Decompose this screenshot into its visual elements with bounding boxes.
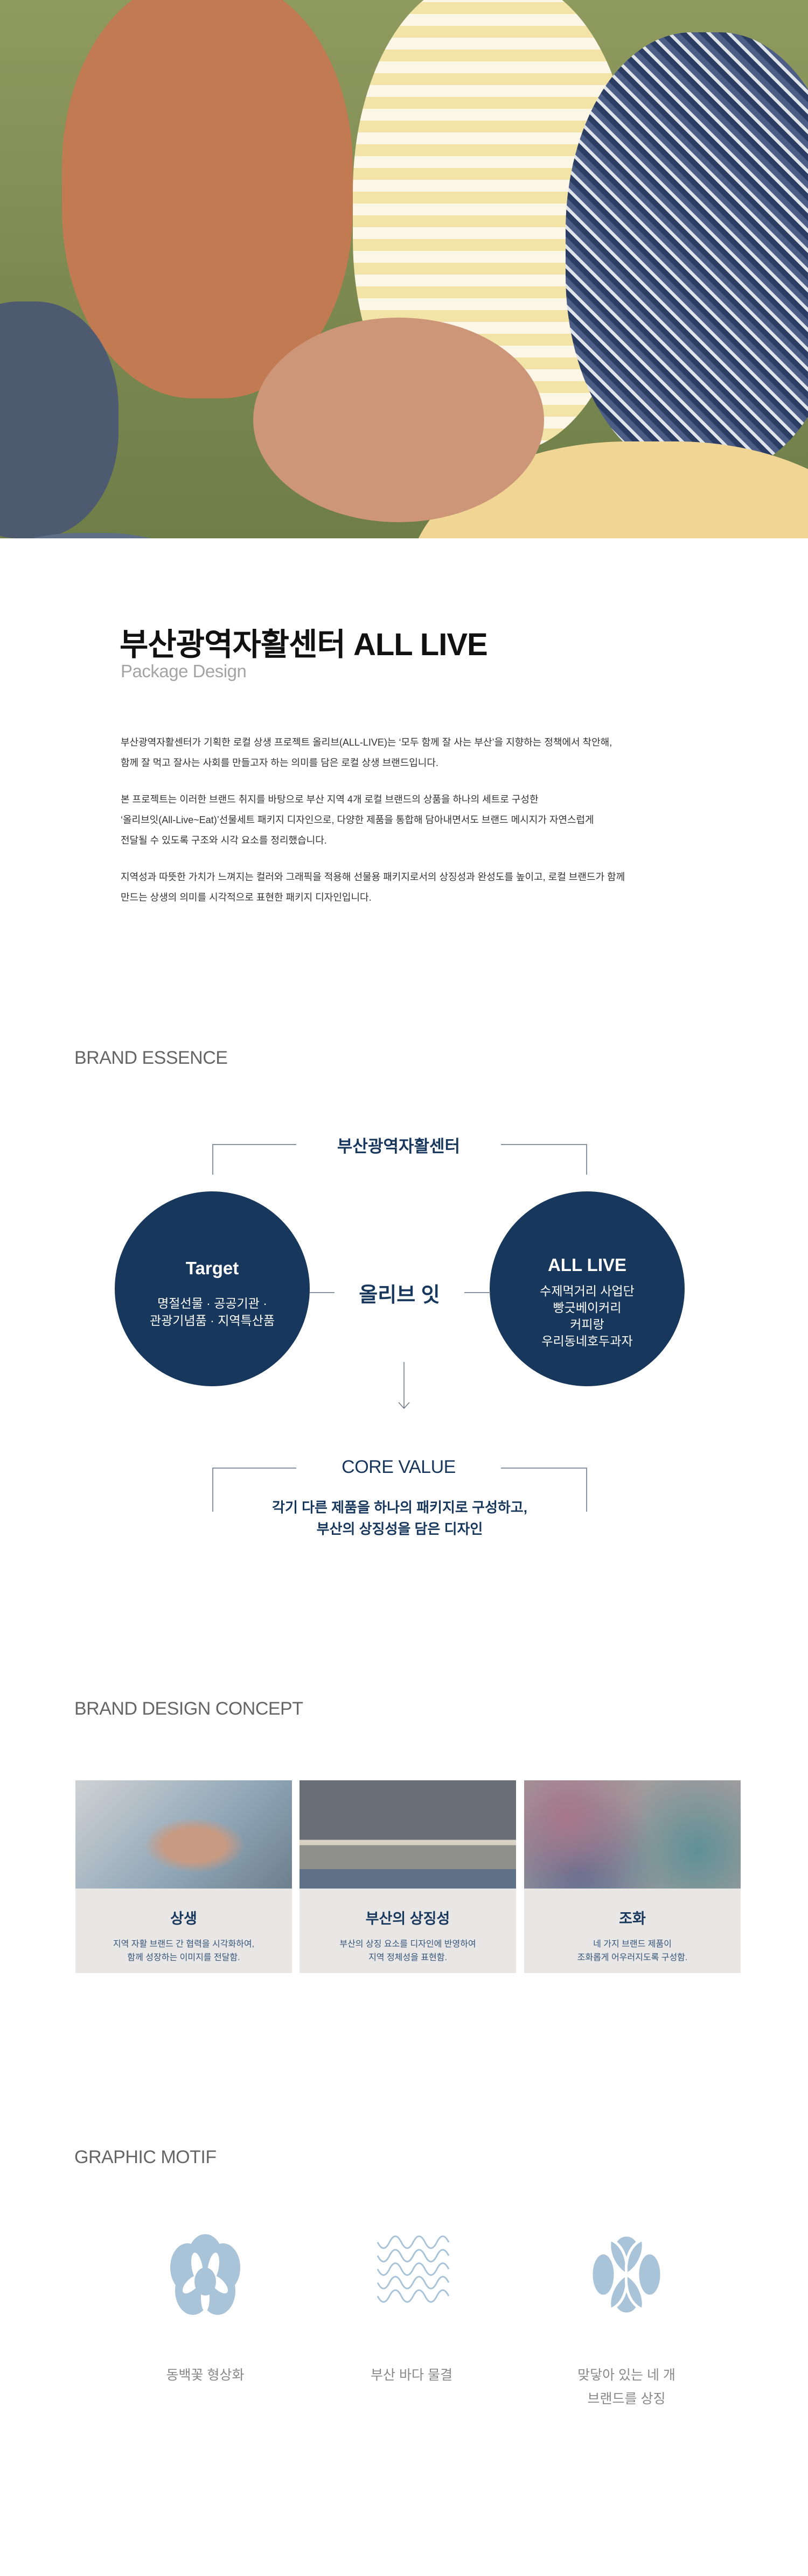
section-heading-brand-essence: BRAND ESSENCE — [74, 1048, 228, 1068]
core-value-text: 각기 다른 제품을 하나의 패키지로 구성하고, 부산의 상징성을 담은 디자인 — [215, 1497, 584, 1540]
bracket-line — [586, 1468, 587, 1512]
wave-icon — [377, 2235, 450, 2303]
connector-line — [310, 1292, 335, 1293]
bracket-line — [501, 1144, 587, 1145]
concept-image-hands — [75, 1780, 292, 1889]
text-line: 함께 잘 먹고 잘사는 사회를 만들고자 하는 의미를 담은 로컬 상생 브랜드… — [121, 757, 438, 768]
motif-label: 브랜드를 상징 — [587, 2391, 666, 2406]
motif-label: 부산 바다 물결 — [371, 2368, 452, 2383]
intro-paragraph-3: 지역성과 따뜻한 가치가 느껴지는 컬러와 그래픽을 적용해 선물용 패키지로서… — [121, 867, 713, 908]
bracket-line — [501, 1468, 587, 1469]
card-title: 상생 — [170, 1911, 197, 1927]
page-subtitle: Package Design — [121, 661, 247, 681]
bracket-line — [212, 1468, 213, 1512]
card-desc-line: 지역 정체성을 표현함. — [368, 1953, 447, 1962]
connector-line — [464, 1292, 490, 1293]
motif-label: 맞닿아 있는 네 개 — [577, 2368, 675, 2383]
camellia-flower-icon — [170, 2234, 240, 2315]
brand-line: 우리동네호두과자 — [541, 1334, 633, 1348]
core-line: 부산의 상징성을 담은 디자인 — [316, 1521, 483, 1537]
all-live-title: ALL LIVE — [547, 1255, 627, 1275]
text-line: ‘올리브잇(All-Live~Eat)’선물세트 패키지 디자인으로, 다양한 … — [121, 815, 594, 825]
text-line: 전달될 수 있도록 구조와 시각 요소를 정리했습니다. — [121, 835, 327, 846]
card-desc-line: 조화롭게 어우러지도록 구성함. — [577, 1953, 688, 1962]
card-desc-line: 부산의 상징 요소를 디자인에 반영하여 — [339, 1940, 476, 1949]
text-line: 부산광역자활센터가 기획한 로컬 상생 프로젝트 올리브(ALL-LIVE)는 … — [121, 737, 612, 748]
card-desc-line: 지역 자활 브랜드 간 협력을 시각화하여, — [113, 1940, 255, 1949]
card-title: 조화 — [619, 1911, 646, 1927]
concept-card: 상생 지역 자활 브랜드 간 협력을 시각화하여, 함께 성장하는 이미지를 전달… — [75, 1780, 292, 1973]
text-line: 본 프로젝트는 이러한 브랜드 취지를 바탕으로 부산 지역 4개 로컬 브랜드… — [121, 794, 539, 805]
intro-paragraph-1: 부산광역자활센터가 기획한 로컬 상생 프로젝트 올리브(ALL-LIVE)는 … — [121, 732, 713, 773]
motif-item: 맞닿아 있는 네 개 브랜드를 상징 — [546, 2234, 707, 2411]
card-title: 부산의 상징성 — [365, 1911, 450, 1927]
target-line: 관광기념품 · 지역특산품 — [149, 1314, 275, 1328]
hero-photo-hands-joined — [0, 0, 808, 538]
concept-image-bridge — [299, 1780, 516, 1889]
card-desc-line: 함께 성장하는 이미지를 전달함. — [127, 1953, 240, 1962]
arrow-down-icon — [398, 1362, 410, 1409]
text-line: 지역성과 따뜻한 가치가 느껴지는 컬러와 그래픽을 적용해 선물용 패키지로서… — [121, 872, 625, 882]
target-circle: Target 명절선물 · 공공기관 · 관광기념품 · 지역특산품 — [115, 1191, 310, 1386]
text-line: 만드는 상생의 의미를 시각적으로 표현한 패키지 디자인입니다. — [121, 892, 372, 903]
motif-item: 동백꽃 형상화 — [124, 2234, 286, 2387]
intro-paragraph-2: 본 프로젝트는 이러한 브랜드 취지를 바탕으로 부산 지역 4개 로컬 브랜드… — [121, 789, 713, 851]
core-value-label: CORE VALUE — [342, 1457, 456, 1477]
bracket-line — [212, 1144, 213, 1175]
card-desc-line: 네 가지 브랜드 제품이 — [593, 1940, 672, 1949]
bracket-line — [586, 1144, 587, 1175]
four-petal-icon — [590, 2234, 663, 2315]
bracket-line — [212, 1144, 296, 1145]
core-line: 각기 다른 제품을 하나의 패키지로 구성하고, — [272, 1499, 527, 1515]
section-heading-graphic-motif: GRAPHIC MOTIF — [74, 2147, 217, 2167]
top-label: 부산광역자활센터 — [337, 1137, 461, 1156]
section-heading-brand-design-concept: BRAND DESIGN CONCEPT — [74, 1698, 303, 1719]
target-title: Target — [185, 1258, 239, 1278]
all-live-circle: ALL LIVE 수제먹거리 사업단 빵긋베이커리 커피랑 우리동네호두과자 — [490, 1191, 685, 1386]
page-title: 부산광역자활센터 ALL LIVE — [120, 627, 488, 662]
motif-item: 부산 바다 물결 — [331, 2234, 492, 2387]
brand-line: 빵긋베이커리 — [553, 1301, 622, 1315]
motif-label: 동백꽃 형상화 — [166, 2368, 245, 2383]
brand-line: 수제먹거리 사업단 — [540, 1284, 635, 1298]
bracket-line — [212, 1468, 296, 1469]
center-label: 올리브 잇 — [359, 1284, 440, 1307]
target-line: 명절선물 · 공공기관 · — [157, 1296, 267, 1310]
concept-image-gradient — [524, 1780, 741, 1889]
brand-line: 커피랑 — [570, 1317, 604, 1331]
